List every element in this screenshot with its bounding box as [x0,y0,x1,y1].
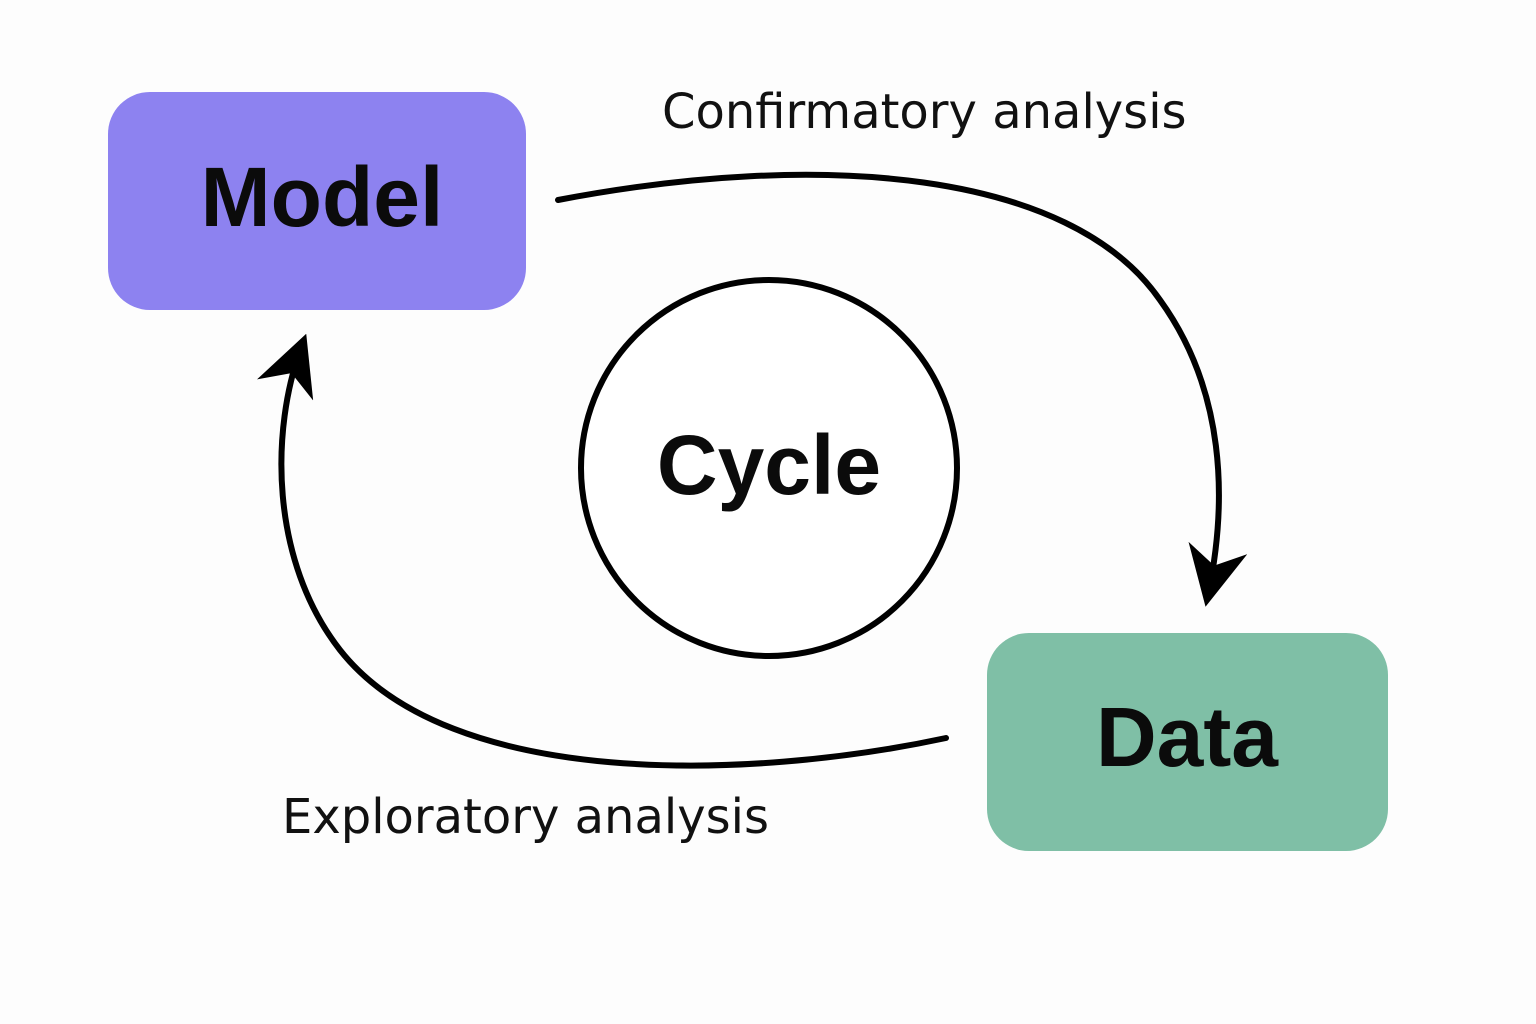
cycle-node-label: Cycle [657,418,881,512]
exploratory-arrow [257,333,949,769]
exploratory-label: Exploratory analysis [282,789,769,845]
model-node: Model [108,92,526,310]
data-node-box [987,633,1388,851]
model-node-box [108,92,526,310]
confirmatory-arrow [555,171,1248,607]
cycle-node: Cycle [578,277,960,659]
cycle-node-circle [578,277,960,659]
data-node: Data [987,633,1388,851]
confirmatory-label: Confirmatory analysis [662,84,1187,140]
data-node-label: Data [1096,690,1279,784]
model-node-label: Model [201,150,444,244]
